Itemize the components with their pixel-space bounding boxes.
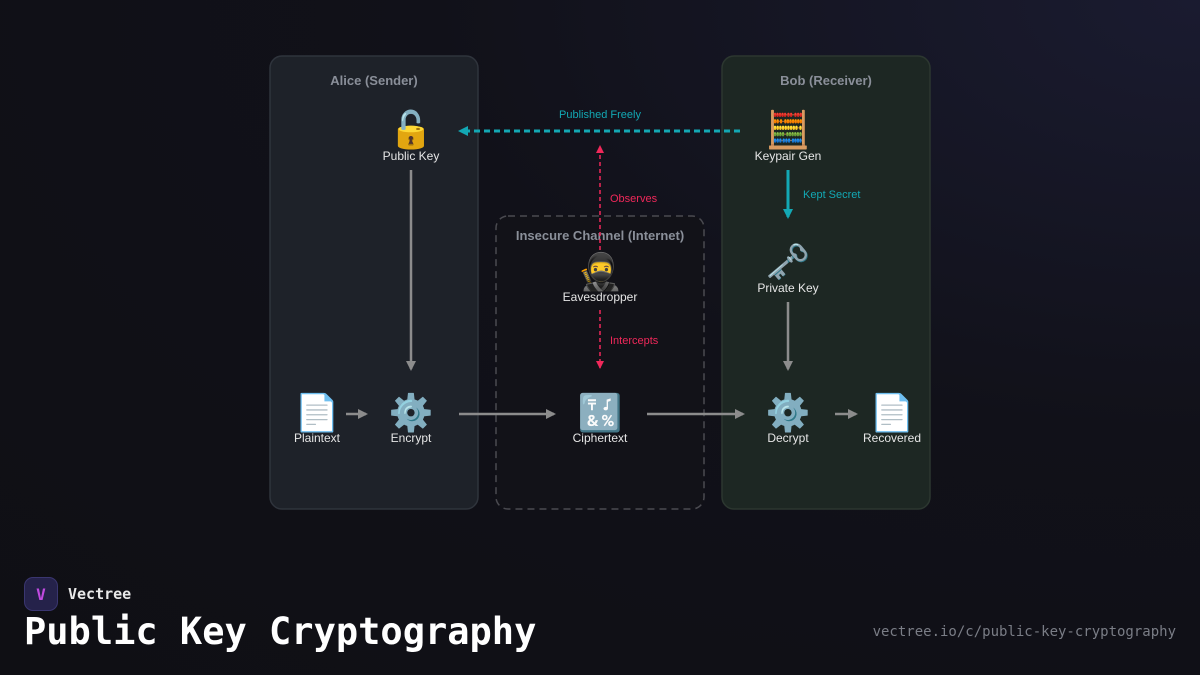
node-label: Encrypt (391, 431, 432, 445)
bob-group-title: Bob (Receiver) (780, 73, 872, 88)
node-plaintext: 📄 Plaintext (294, 392, 341, 445)
node-label: Ciphertext (573, 431, 628, 445)
gear-icon: ⚙️ (766, 392, 811, 434)
ninja-icon: 🥷 (578, 251, 623, 293)
bob-group (721, 55, 931, 510)
vectree-logo-icon: V (24, 577, 58, 611)
document-icon: 📄 (870, 392, 915, 434)
node-recovered: 📄 Recovered (863, 392, 921, 445)
symbols-icon: 🔣 (578, 392, 623, 434)
gear-icon: ⚙️ (389, 392, 434, 434)
edge-observes-label: Observes (610, 193, 658, 205)
alice-group-title: Alice (Sender) (330, 73, 417, 88)
unlocked-padlock-icon: 🔓 (389, 109, 434, 151)
node-decrypt: ⚙️ Decrypt (766, 392, 811, 445)
brand-name: Vectree (68, 585, 132, 603)
edge-kept-secret-label: Kept Secret (803, 189, 860, 201)
node-label: Eavesdropper (563, 290, 638, 304)
node-encrypt: ⚙️ Encrypt (389, 392, 434, 445)
node-label: Private Key (757, 281, 818, 295)
node-private-key: 🗝️ Private Key (757, 242, 818, 295)
node-label: Public Key (383, 149, 440, 163)
edge-intercepts-label: Intercepts (610, 335, 659, 347)
node-ciphertext: 🔣 Ciphertext (573, 392, 628, 445)
abacus-icon: 🧮 (766, 109, 811, 151)
node-label: Plaintext (294, 431, 341, 445)
old-key-icon: 🗝️ (766, 242, 811, 283)
page-title: Public Key Cryptography (24, 610, 537, 653)
node-keypair-gen: 🧮 Keypair Gen (755, 109, 822, 163)
alice-group (269, 55, 479, 510)
source-url: vectree.io/c/public-key-cryptography (872, 624, 1176, 640)
node-label: Recovered (863, 431, 921, 445)
document-icon: 📄 (295, 392, 340, 434)
node-label: Decrypt (767, 431, 809, 445)
edge-published-label: Published Freely (559, 109, 641, 121)
brand: V Vectree (24, 577, 131, 611)
node-label: Keypair Gen (755, 149, 822, 163)
node-eavesdropper: 🥷 Eavesdropper (563, 251, 638, 304)
node-public-key: 🔓 Public Key (383, 109, 440, 163)
